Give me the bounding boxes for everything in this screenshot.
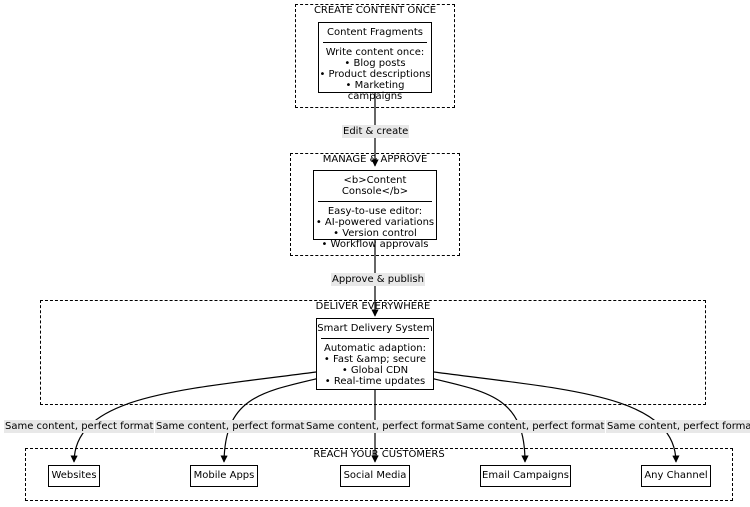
edge-to-mobile-apps [220,377,321,463]
node-line: Automatic adaption: [324,343,426,354]
content-fragments-node: Content Fragments Write content once: • … [318,22,432,102]
mobile-apps-node: Mobile Apps [190,465,258,487]
node-title: Smart Delivery System [317,323,433,334]
smart-delivery-system-node: Smart Delivery System Automatic adaption… [316,318,434,390]
node-divider [318,201,432,202]
edge-label-same-content: Same content, perfect format [455,420,606,433]
group-deliver-everywhere: DELIVER EVERYWHERE [40,300,706,405]
node-divider [321,338,429,339]
node-line: • Fast &amp; secure [323,354,427,365]
node-line: Write content once: [325,47,425,58]
node-divider [323,42,427,43]
node-line: • AI-powered variations [315,217,435,228]
node-line: • Workflow approvals [321,239,429,250]
node-line: • Marketing campaigns [345,80,405,102]
edge-label-approve-publish: Approve & publish [331,273,425,286]
edge-label-edit-create: Edit & create [342,125,410,138]
edge-label-same-content: Same content, perfect format [155,420,306,433]
edge-to-any-channel [433,371,680,463]
node-title: Content Fragments [327,27,423,38]
group-label: MANAGE & APPROVE [322,154,428,165]
node-title: <b>Content Console</b> [341,175,409,197]
social-media-node: Social Media [340,465,410,487]
edge-label-same-content: Same content, perfect format [4,420,155,433]
edge-to-websites [70,371,317,463]
email-campaigns-node: Email Campaigns [480,465,571,487]
edge-to-email-campaigns [429,377,529,463]
group-label: DELIVER EVERYWHERE [315,301,431,312]
edge-label-same-content: Same content, perfect format [305,420,456,433]
node-line: • Product descriptions [319,69,431,80]
node-line: • Version control [333,228,417,239]
any-channel-node: Any Channel [641,465,711,487]
node-line: • Global CDN [341,365,409,376]
edge-label-same-content: Same content, perfect format [606,420,750,433]
group-manage-approve: MANAGE & APPROVE [290,153,460,256]
group-label: REACH YOUR CUSTOMERS [313,449,445,460]
websites-node: Websites [48,465,100,487]
group-reach-your-customers: REACH YOUR CUSTOMERS [25,448,733,501]
node-line: • Real-time updates [324,376,426,387]
group-label: CREATE CONTENT ONCE [313,5,437,16]
node-line: • Blog posts [344,58,406,69]
group-create-content-once: CREATE CONTENT ONCE [295,4,455,108]
node-line: Easy-to-use editor: [327,206,423,217]
content-console-node: <b>Content Console</b> Easy-to-use edito… [313,170,437,250]
